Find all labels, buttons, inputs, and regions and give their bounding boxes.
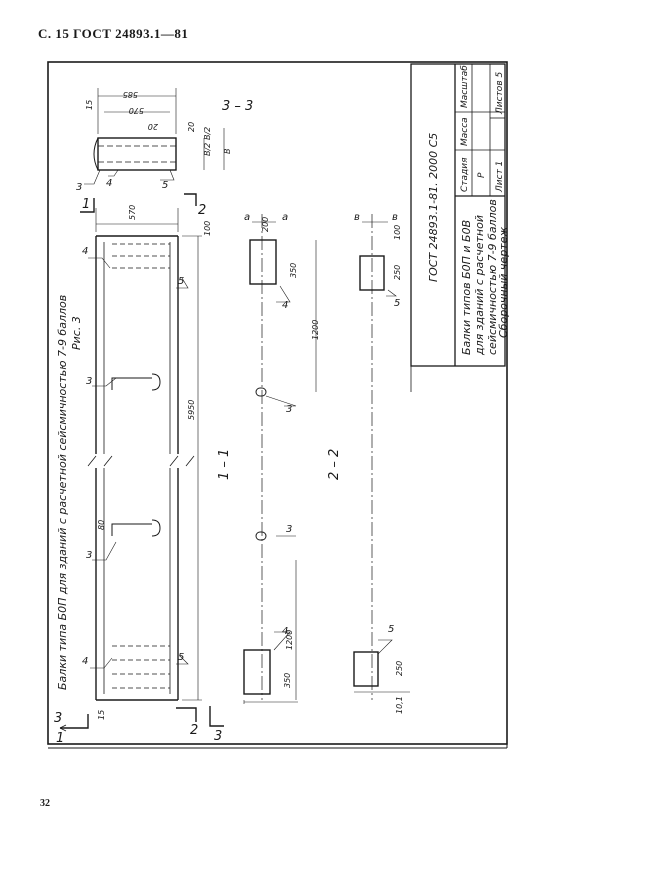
pos-3-b: 3 <box>86 376 92 387</box>
dim-b: B <box>223 149 232 155</box>
dim-570-b: 570 <box>129 106 144 115</box>
pos-5-d: 5 <box>394 298 400 309</box>
header-page: С. 15 <box>38 26 70 41</box>
pos-4-b: 4 <box>82 246 88 257</box>
letter-b-1: в <box>354 212 360 223</box>
pos-5-e: 5 <box>162 180 168 191</box>
letter-a-1: а <box>244 212 250 223</box>
tb-name-2: для зданий с расчетной <box>473 215 486 356</box>
tb-sheet: Лист 1 <box>495 161 505 193</box>
leader-lines <box>88 257 189 669</box>
tb-col-stage: Стадия <box>460 157 470 192</box>
title-block <box>410 63 506 392</box>
pos-4-d: 4 <box>282 300 288 311</box>
dim-570-a: 570 <box>128 205 137 220</box>
dim-20-a: 20 <box>148 122 158 131</box>
dim-mass: 10,1 <box>395 696 404 714</box>
tb-name-3: сейсмичностью 7-9 баллов <box>486 199 499 355</box>
pos-5-b: 5 <box>178 276 184 287</box>
letter-a-2: а <box>282 212 288 223</box>
figure-number: Рис. 3 <box>70 316 83 350</box>
beam-elevation <box>86 235 195 701</box>
cut-1-top: 1 <box>82 197 90 212</box>
dim-b2-a: B/2 <box>203 143 212 156</box>
dim-200: 200 <box>261 217 270 232</box>
dim-20-b: 20 <box>187 122 196 132</box>
section-2-2 <box>353 214 410 700</box>
page-number: 32 <box>40 798 50 809</box>
dim-100-b: 100 <box>203 221 212 236</box>
pos-4-c: 4 <box>282 626 288 637</box>
pos-3-a: 3 <box>86 550 92 561</box>
dim-250-b: 250 <box>393 265 402 280</box>
pos-3-d: 3 <box>286 404 292 415</box>
section-label-2-2: 2 – 2 <box>327 449 342 480</box>
cut-3-left: 3 <box>54 711 62 726</box>
dim-1200-b: 1200 <box>311 320 320 340</box>
title-block-text: ГОСТ 24893.1-81. 2000 С5 Балки типов Б0П… <box>427 65 510 356</box>
section-label-1-1: 1 – 1 <box>217 449 232 480</box>
dim-b2-b: B/2 <box>203 127 212 140</box>
tb-doc-code: ГОСТ 24893.1-81. 2000 С5 <box>427 133 440 282</box>
tb-col-scale: Масштаб <box>460 65 470 108</box>
tb-col-mass: Масса <box>460 117 470 146</box>
beam-elevation-dims <box>95 208 202 701</box>
dim-1200-a: 1200 <box>285 630 294 650</box>
cut-1-left: 1 <box>56 731 64 746</box>
cut-2-top: 2 <box>198 203 206 218</box>
dim-15-b: 15 <box>85 100 94 110</box>
header-standard: ГОСТ 24893.1—81 <box>73 26 189 41</box>
dim-350-a: 350 <box>283 673 292 688</box>
pos-4-e: 4 <box>106 178 112 189</box>
section-3-3 <box>84 88 225 185</box>
dim-585: 585 <box>123 90 138 99</box>
drawing-title: Балки типа Б0П для зданий с расчетной се… <box>56 295 69 690</box>
pos-3-e: 3 <box>76 182 82 193</box>
cut-marks <box>59 193 224 732</box>
tb-stage-value: Р <box>477 172 487 178</box>
letter-b-2: в <box>392 212 398 223</box>
tb-sheets: Листов 5 <box>495 72 505 115</box>
dim-250-a: 250 <box>395 661 404 676</box>
cut-2-left: 2 <box>190 723 198 738</box>
dim-80: 80 <box>97 520 106 530</box>
section-1-1 <box>243 214 317 704</box>
pos-4-a: 4 <box>82 656 88 667</box>
page-header: С. 15 ГОСТ 24893.1—81 <box>38 26 188 42</box>
sheet-frame <box>47 61 508 749</box>
pos-5-c: 5 <box>388 624 394 635</box>
section-label-3-3: 3 – 3 <box>222 99 253 114</box>
dim-15-a: 15 <box>97 710 106 720</box>
cut-3-right: 3 <box>214 729 222 744</box>
dim-100-a: 100 <box>393 225 402 240</box>
tb-name-4: Сборочный чертеж <box>497 227 510 338</box>
dim-5950: 5950 <box>187 400 196 420</box>
tb-name-1: Балки типов Б0П и Б0В <box>460 220 473 355</box>
pos-3-c: 3 <box>286 524 292 535</box>
dim-350-b: 350 <box>289 263 298 278</box>
